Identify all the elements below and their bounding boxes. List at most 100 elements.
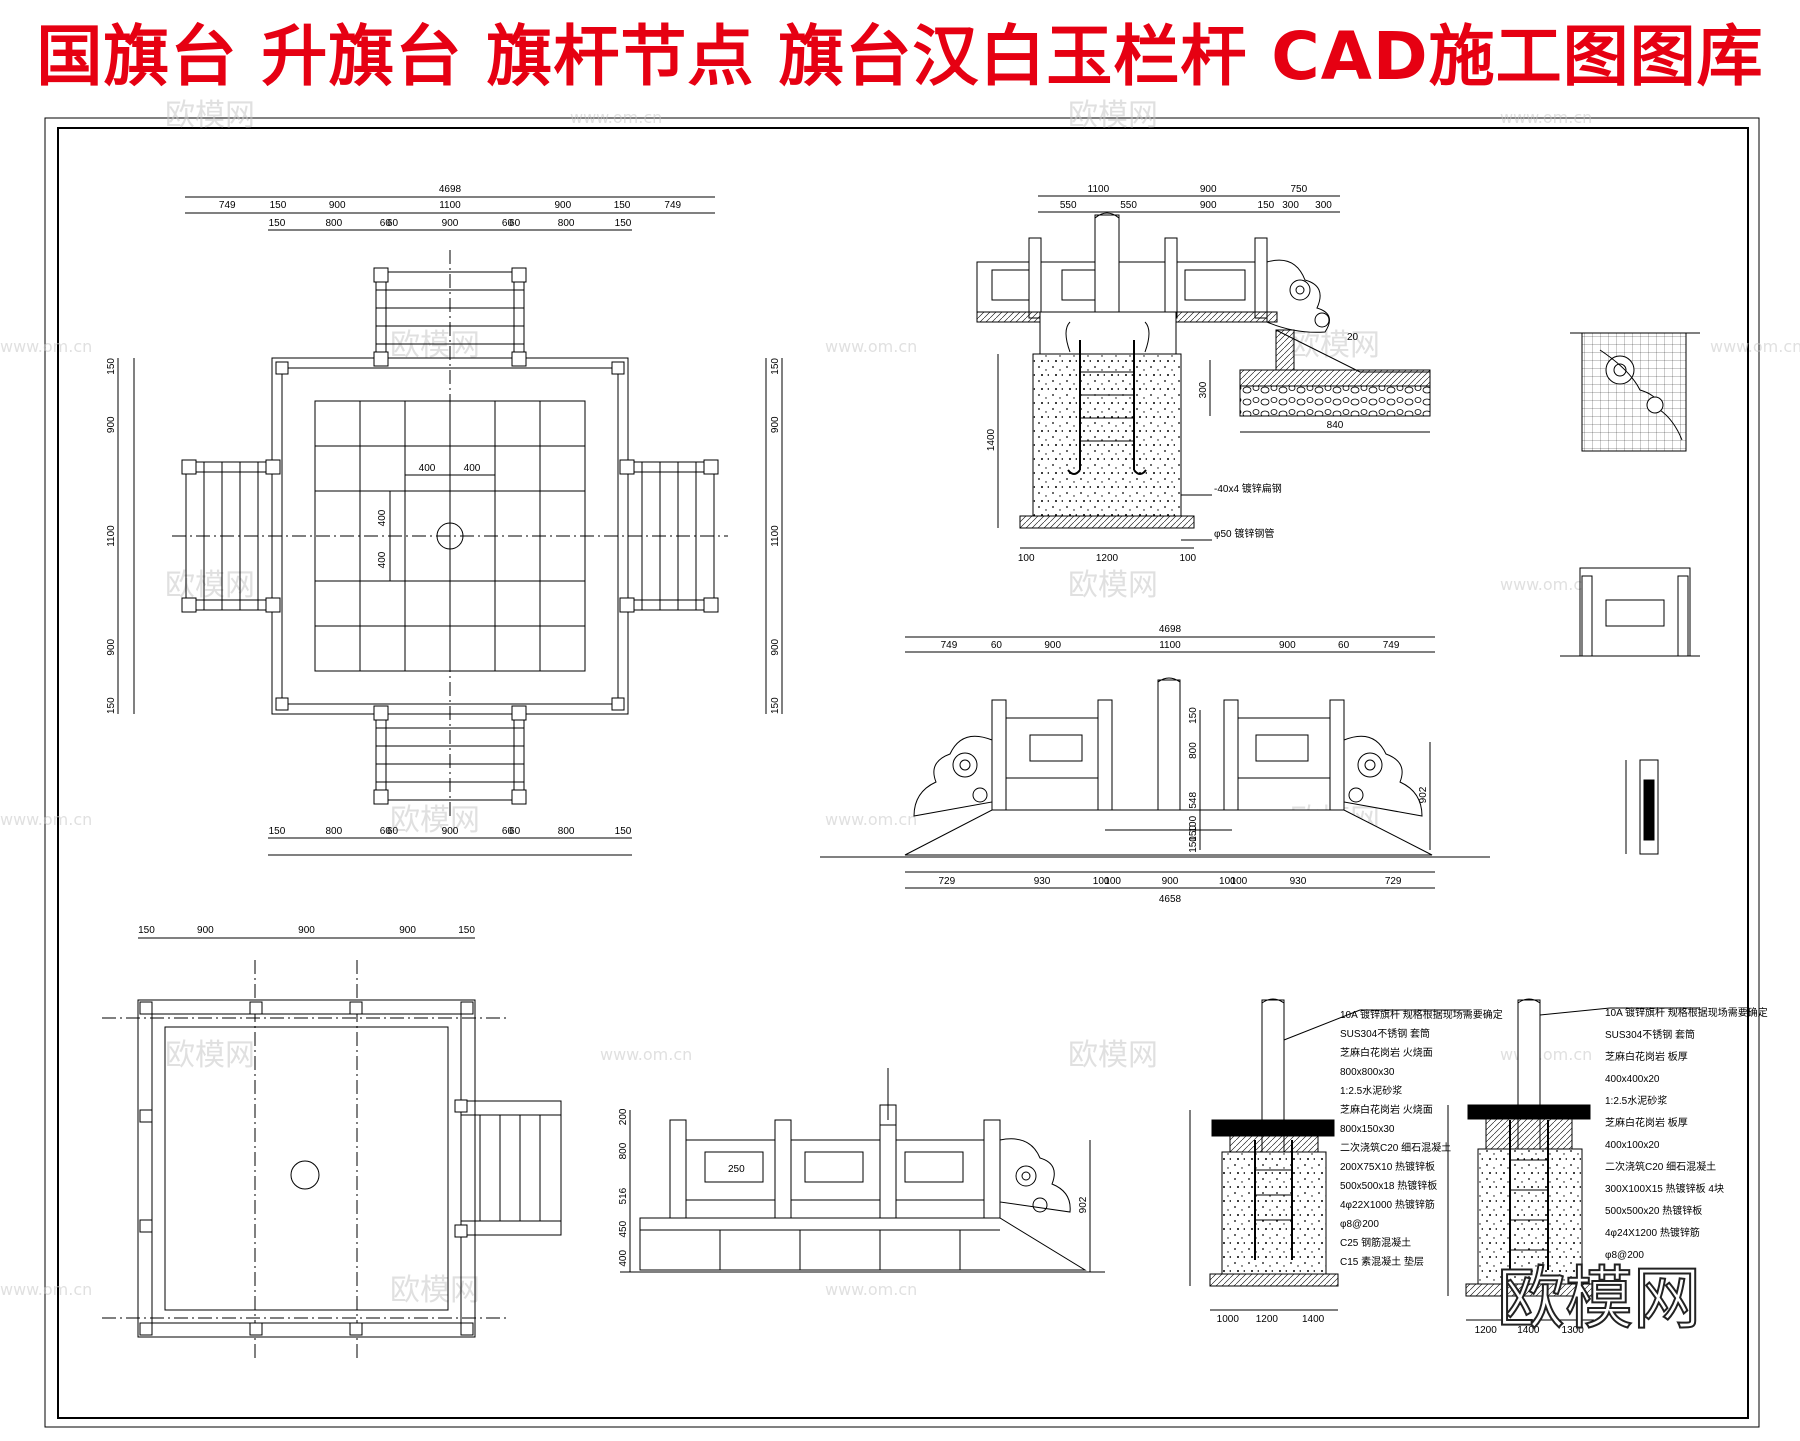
dim-label: 900 — [298, 925, 315, 936]
dim-label: 150 — [106, 358, 117, 375]
dim-label: 150 — [1188, 836, 1199, 853]
annotation-label: C25 钢筋混凝土 — [1340, 1236, 1411, 1249]
annotation-label: 二次浇筑C20 细石混凝土 — [1340, 1141, 1451, 1154]
dim-label: 100 — [1188, 815, 1199, 832]
dim-label: 1100 — [439, 200, 461, 211]
watermark-brand: 欧模网 — [165, 568, 255, 603]
dim-label: 900 — [1200, 184, 1217, 195]
svg-text:400: 400 — [377, 509, 388, 526]
annotation-label: 芝麻白花岗岩 板厚 — [1605, 1116, 1688, 1129]
dim-label: 1100 — [1159, 640, 1181, 651]
dim-label: 800 — [618, 1142, 629, 1159]
dim-label: 800 — [1188, 742, 1199, 759]
svg-text:4658: 4658 — [1159, 894, 1182, 905]
annotation-label: 4φ24X1200 热镀锌筋 — [1605, 1226, 1700, 1239]
dim-label: 749 — [664, 200, 681, 211]
dim-label: 1200 — [1475, 1325, 1498, 1336]
annotation-label: 芝麻白花岗岩 火烧面 — [1340, 1103, 1433, 1116]
annotation-label: 4φ22X1000 热镀锌筋 — [1340, 1198, 1435, 1211]
watermark-brand: 欧模网 — [165, 98, 255, 133]
dim-label: 300 — [1315, 200, 1332, 211]
sheet-inner-frame — [57, 127, 1749, 1419]
dim-label: 800 — [558, 826, 575, 837]
annotation-label: SUS304不锈钢 套筒 — [1340, 1027, 1430, 1040]
dim-label: 900 — [1044, 640, 1061, 651]
svg-text:4698: 4698 — [1159, 624, 1182, 635]
dim-label: 150 — [138, 925, 155, 936]
dim-label: 900 — [106, 638, 117, 655]
dim-label: 60 — [380, 826, 392, 837]
dim-label: 150 — [269, 218, 286, 229]
svg-text:400: 400 — [377, 551, 388, 568]
annotation-label: 500x500x20 热镀锌板 — [1605, 1204, 1702, 1217]
detail-railing-panel — [1560, 567, 1700, 657]
svg-text:400: 400 — [464, 463, 481, 474]
annotation-label: 1:2.5水泥砂浆 — [1605, 1094, 1667, 1107]
annotation-label: C15 素混凝土 垫层 — [1340, 1255, 1424, 1268]
dim-label: 900 — [399, 925, 416, 936]
dim-label: 60 — [509, 218, 521, 229]
dim-label: 900 — [1162, 876, 1179, 887]
dim-label: 1400 — [1302, 1314, 1325, 1325]
svg-text:400: 400 — [419, 463, 436, 474]
watermark-site: www.om.cn — [825, 810, 917, 829]
dim-label: 60 — [387, 218, 399, 229]
dim-label: 60 — [502, 826, 514, 837]
watermark-brand: 欧模网 — [390, 1273, 480, 1308]
dim-label: 900 — [1200, 200, 1217, 211]
watermark-site: www.om.cn — [570, 108, 662, 127]
watermark-brand: 欧模网 — [1068, 1038, 1158, 1073]
annotation-label: 400x100x20 — [1605, 1140, 1660, 1151]
annotation-label: φ8@200 — [1605, 1250, 1644, 1261]
label-anchor: -40x4 镀锌扁钢 — [1214, 482, 1282, 495]
watermark-site: www.om.cn — [1500, 575, 1592, 594]
dim-label: 60 — [502, 218, 514, 229]
annotation-label: SUS304不锈钢 套筒 — [1605, 1028, 1695, 1041]
watermark-site: www.om.cn — [0, 1280, 92, 1299]
annotation-label: 10A 镀锌旗杆 规格根据现场需要确定 — [1340, 1008, 1503, 1021]
dim-label: 100 — [1018, 553, 1035, 564]
dim-label: 750 — [1290, 184, 1307, 195]
dim-label: 900 — [442, 826, 459, 837]
dim-label: 60 — [1338, 640, 1350, 651]
watermarks: 欧模网 www.om.cn 欧模网 www.om.cn 欧模网 www.om.c… — [0, 98, 1800, 1308]
dim-label: 150 — [770, 697, 781, 714]
dim-label: 200 — [618, 1108, 629, 1125]
dim-label: 60 — [387, 826, 399, 837]
dim-label: 150 — [1188, 825, 1199, 842]
watermark-site: www.om.cn — [1710, 337, 1800, 356]
svg-text:1400: 1400 — [986, 428, 997, 451]
svg-text:840: 840 — [1327, 420, 1344, 431]
annotation-label: 200X75X10 热镀锌板 — [1340, 1160, 1435, 1173]
dim-label: 800 — [326, 826, 343, 837]
page-title: 国旗台 升旗台 旗杆节点 旗台汉白玉栏杆 CAD施工图图库 — [36, 18, 1764, 95]
watermark-logo: 欧模网 — [1496, 1259, 1702, 1340]
dim-label: 1100 — [1088, 184, 1110, 195]
dim-label: 900 — [1279, 640, 1296, 651]
watermark-brand: 欧模网 — [1290, 328, 1380, 363]
dim-label: 1200 — [1256, 1314, 1279, 1325]
dim-label: 1400 — [1517, 1325, 1540, 1336]
label-pipe: φ50 镀锌钢管 — [1214, 527, 1274, 540]
dim-label: 150 — [106, 697, 117, 714]
dim-label: 900 — [554, 200, 571, 211]
dim-label: 900 — [197, 925, 214, 936]
dim-label: 150 — [270, 200, 287, 211]
dim-label: 150 — [770, 358, 781, 375]
dim-label: 729 — [1385, 876, 1402, 887]
dim-label: 150 — [615, 218, 632, 229]
annotation-label: 芝麻白花岗岩 板厚 — [1605, 1050, 1688, 1063]
watermark-site: www.om.cn — [1500, 108, 1592, 127]
annotation-label: 800x800x30 — [1340, 1067, 1395, 1078]
dim-label: 516 — [618, 1187, 629, 1204]
annotation-label: 二次浇筑C20 细石混凝土 — [1605, 1160, 1716, 1173]
dim-label: 300 — [1282, 200, 1299, 211]
svg-text:300: 300 — [1198, 381, 1209, 398]
annotation-label: 500x500x18 热镀锌板 — [1340, 1179, 1437, 1192]
annotation-label: φ8@200 — [1340, 1219, 1379, 1230]
watermark-site: www.om.cn — [1500, 1045, 1592, 1064]
